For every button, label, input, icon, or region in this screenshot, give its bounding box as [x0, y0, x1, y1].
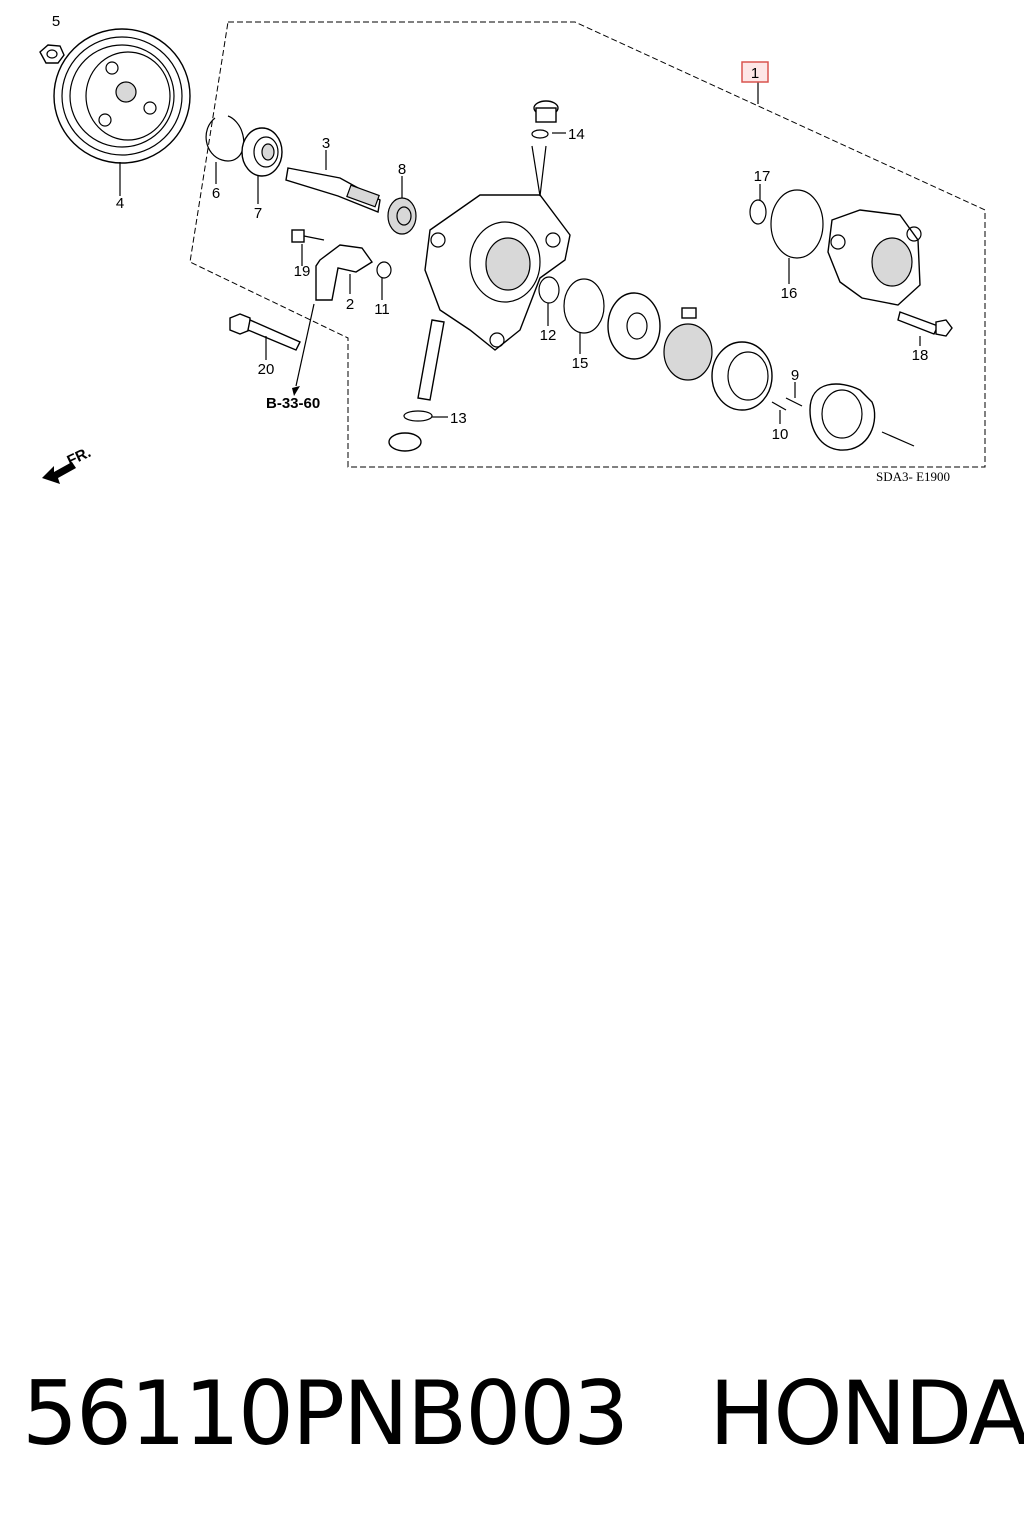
cam-ring [711, 341, 773, 411]
callout-3: 3 [322, 135, 330, 152]
callout-17: 17 [754, 168, 771, 185]
callout-14: 14 [568, 126, 585, 143]
exploded-parts-diagram: 1 2 3 4 5 6 7 8 9 10 11 12 13 14 15 16 1… [39, 13, 986, 484]
pin-10 [771, 401, 787, 411]
callout-labels: 1 2 3 4 5 6 7 8 9 10 11 12 13 14 15 16 1… [52, 13, 929, 443]
relief-valve [388, 319, 445, 452]
needle-bearing [387, 197, 417, 235]
input-shaft [285, 167, 381, 213]
callout-9: 9 [791, 367, 799, 384]
callout-5: 5 [52, 13, 60, 30]
callout-12: 12 [540, 327, 557, 344]
plug-14 [531, 100, 559, 197]
bolt-18 [897, 311, 953, 337]
bolt-20 [229, 313, 301, 351]
leader-lines [119, 82, 921, 424]
rear-housing [827, 209, 922, 306]
pump-cover [809, 383, 876, 451]
callout-15: 15 [572, 355, 589, 372]
vane-key [681, 307, 697, 319]
pin-9 [785, 397, 803, 407]
o-ring-11 [376, 261, 392, 279]
bearing [241, 127, 283, 177]
o-ring-15 [563, 278, 605, 334]
rotor [663, 323, 713, 381]
o-ring-16 [770, 189, 824, 259]
callout-13: 13 [450, 410, 467, 427]
pump-body [424, 194, 571, 351]
callout-11: 11 [374, 301, 390, 318]
caption: 56110PNB003 HONDA [22, 1362, 1024, 1465]
part-number: 56110PNB003 [22, 1362, 629, 1465]
callout-10: 10 [772, 426, 789, 443]
callout-19: 19 [294, 263, 311, 280]
reference-label: B-33-60 [266, 395, 320, 412]
callout-16: 16 [781, 285, 798, 302]
highlight-box [741, 61, 769, 83]
pulley-nut [39, 44, 65, 64]
assembly-boundary [189, 21, 986, 468]
callout-6: 6 [212, 185, 220, 202]
front-label: FR. [65, 444, 94, 470]
pulley [53, 28, 191, 164]
callout-4: 4 [116, 195, 124, 212]
callout-20: 20 [258, 361, 275, 378]
callout-8: 8 [398, 161, 406, 178]
o-ring-12 [538, 276, 560, 304]
callout-2: 2 [346, 296, 354, 313]
bolt-19 [291, 229, 325, 243]
callout-7: 7 [254, 205, 262, 222]
suction-joint [315, 244, 374, 301]
callout-1: 1 [751, 65, 759, 82]
dowel-pin [881, 431, 915, 447]
diagram-code: SDA3- E1900 [876, 469, 950, 484]
snap-ring [205, 115, 245, 162]
front-arrow-icon: FR. [42, 444, 94, 484]
callout-18: 18 [912, 347, 929, 364]
o-ring-17 [749, 199, 767, 225]
side-plate [607, 292, 661, 360]
brand-name: HONDA [709, 1362, 1024, 1465]
